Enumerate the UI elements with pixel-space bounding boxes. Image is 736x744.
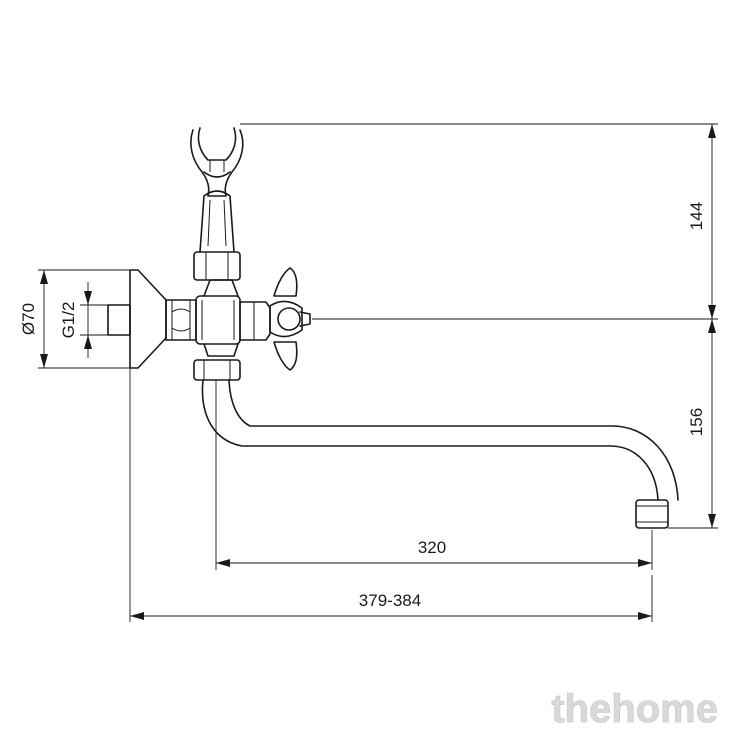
dimension-total-length: 379-384 [130,591,652,620]
dimension-label-320: 320 [418,538,446,557]
dimension-spout-length: 320 [216,538,652,567]
dimension-height-upper: 144 [687,124,716,319]
shower-holder [190,127,244,197]
dimension-thread: G1/2 [59,282,92,358]
extension-lines [38,123,718,622]
dimension-label-thread: G1/2 [59,302,78,339]
wall-flange [107,269,167,369]
dimension-height-lower: 156 [687,319,716,528]
dimension-label-144: 144 [687,202,706,230]
dimension-label-156: 156 [687,408,706,436]
shower-outlet [193,190,241,281]
spout-nut [193,359,241,381]
dimension-label-diameter: Ø70 [19,303,38,335]
cross-handle [269,267,311,371]
connection-nut [165,299,197,341]
dimension-label-total: 379-384 [359,591,421,610]
spout [201,379,679,529]
valve-body [195,279,271,357]
dimension-flange-diameter: Ø70 [19,270,48,368]
watermark: thehome [551,687,718,731]
